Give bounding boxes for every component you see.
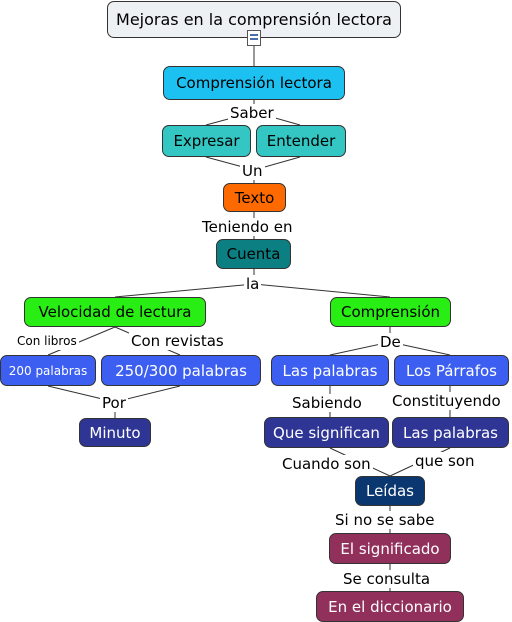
concept-entender[interactable]: Entender bbox=[256, 125, 346, 157]
concept-leidas[interactable]: Leídas bbox=[355, 476, 425, 506]
concept-minuto[interactable]: Minuto bbox=[79, 418, 151, 447]
link-label-sabiendo: Sabiendo bbox=[290, 394, 364, 412]
link-label-la: la bbox=[244, 275, 262, 293]
link-label-se-consulta: Se consulta bbox=[341, 570, 433, 588]
concept-250-300-palabras[interactable]: 250/300 palabras bbox=[101, 355, 261, 386]
link-label-teniendo-en: Teniendo en bbox=[200, 218, 295, 236]
concept-las-palabras[interactable]: Las palabras bbox=[271, 355, 389, 386]
concept-los-parrafos[interactable]: Los Párrafos bbox=[394, 355, 509, 386]
concept-texto[interactable]: Texto bbox=[223, 183, 286, 212]
link-label-un: Un bbox=[240, 162, 265, 180]
link-label-cuando-son: Cuando son bbox=[280, 455, 373, 473]
document-icon[interactable] bbox=[247, 30, 261, 46]
link-label-constituyendo: Constituyendo bbox=[390, 392, 503, 410]
concept-en-el-diccionario[interactable]: En el diccionario bbox=[316, 591, 464, 622]
concept-velocidad-de-lectura[interactable]: Velocidad de lectura bbox=[24, 297, 206, 327]
concept-comprension-lectora[interactable]: Comprensión lectora bbox=[163, 66, 345, 100]
concept-las-palabras-2[interactable]: Las palabras bbox=[392, 417, 509, 448]
concept-cuenta[interactable]: Cuenta bbox=[216, 239, 291, 269]
concept-que-significan[interactable]: Que significan bbox=[264, 417, 389, 448]
concept-el-significado[interactable]: El significado bbox=[329, 533, 451, 564]
link-label-si-no-se-sabe: Si no se sabe bbox=[333, 511, 437, 529]
link-label-por: Por bbox=[100, 394, 128, 412]
link-label-de: De bbox=[378, 333, 403, 351]
concept-expresar[interactable]: Expresar bbox=[162, 125, 251, 157]
link-label-que-son: que son bbox=[413, 452, 477, 470]
link-label-con-libros: Con libros bbox=[15, 332, 79, 350]
link-label-con-revistas: Con revistas bbox=[129, 332, 226, 350]
link-label-saber: Saber bbox=[228, 104, 276, 122]
concept-comprension[interactable]: Comprensión bbox=[330, 297, 451, 327]
concept-200-palabras[interactable]: 200 palabras bbox=[0, 355, 96, 386]
